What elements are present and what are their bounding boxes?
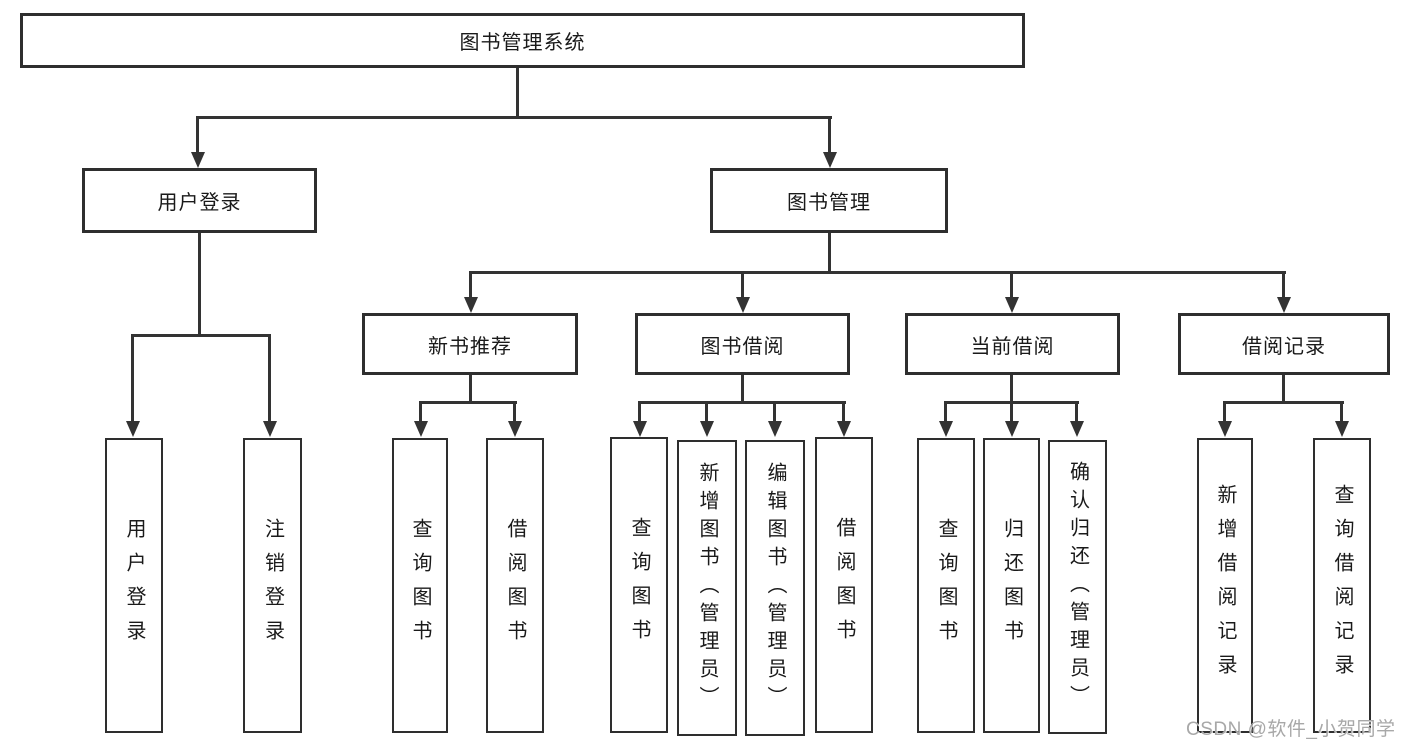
- connector-vline: [1010, 375, 1013, 403]
- node-book-management-system: 图书管理系统: [20, 13, 1025, 68]
- arrow-down-icon: [939, 421, 953, 437]
- node-label: 借阅记录: [1242, 335, 1326, 358]
- connector-vline: [828, 116, 831, 152]
- connector-vline: [268, 334, 271, 421]
- node-borrow-records: 借阅记录: [1178, 313, 1390, 375]
- leaf-label: 用户登录: [123, 517, 145, 654]
- arrow-down-icon: [1277, 297, 1291, 313]
- node-book-borrow: 图书借阅: [635, 313, 850, 375]
- leaf-user-login: 用户登录: [105, 438, 163, 733]
- connector-vline: [419, 401, 422, 421]
- connector-vline: [944, 401, 947, 421]
- leaf-nbr-borrow-books: 借阅图书: [486, 438, 544, 733]
- connector-vline: [1282, 271, 1285, 297]
- connector-hline: [469, 271, 1286, 274]
- connector-vline: [513, 401, 516, 421]
- connector-vline: [198, 233, 201, 336]
- arrow-down-icon: [1005, 421, 1019, 437]
- node-new-book-recommend: 新书推荐: [362, 313, 578, 375]
- connector-vline: [1010, 271, 1013, 297]
- connector-vline: [741, 375, 744, 403]
- leaf-bb-borrow-books: 借阅图书: [815, 437, 873, 733]
- node-book-management: 图书管理: [710, 168, 948, 233]
- node-label: 新书推荐: [428, 335, 512, 358]
- connector-vline: [131, 334, 134, 421]
- arrow-down-icon: [736, 297, 750, 313]
- leaf-label: 查询图书: [628, 517, 650, 653]
- connector-vline: [1010, 401, 1013, 421]
- connector-vline: [741, 271, 744, 297]
- arrow-down-icon: [1218, 421, 1232, 437]
- connector-hline: [419, 401, 517, 404]
- connector-hline: [638, 401, 846, 404]
- leaf-label: 编辑图书（管理员）: [764, 462, 786, 714]
- connector-vline: [1075, 401, 1078, 421]
- connector-vline: [516, 68, 519, 118]
- arrow-down-icon: [768, 421, 782, 437]
- arrow-down-icon: [464, 297, 478, 313]
- leaf-bb-add-books-admin: 新增图书（管理员）: [677, 440, 737, 736]
- arrow-down-icon: [263, 421, 277, 437]
- csdn-watermark: CSDN @软件_小贺同学: [1186, 719, 1396, 740]
- arrow-down-icon: [126, 421, 140, 437]
- connector-vline: [842, 401, 845, 421]
- arrow-down-icon: [1005, 297, 1019, 313]
- arrow-down-icon: [1335, 421, 1349, 437]
- node-label: 图书管理: [787, 192, 871, 214]
- arrow-down-icon: [837, 421, 851, 437]
- leaf-label: 确认归还（管理员）: [1066, 461, 1089, 713]
- arrow-down-icon: [823, 152, 837, 168]
- leaf-nbr-query-books: 查询图书: [392, 438, 448, 733]
- node-label: 用户登录: [157, 192, 242, 214]
- connector-vline: [638, 401, 641, 421]
- leaf-label: 查询图书: [409, 517, 431, 654]
- connector-vline: [469, 375, 472, 403]
- leaf-label: 注销登录: [261, 517, 284, 654]
- arrow-down-icon: [700, 421, 714, 437]
- connector-vline: [1340, 401, 1343, 421]
- node-label: 图书借阅: [700, 335, 785, 358]
- arrow-down-icon: [1070, 421, 1084, 437]
- leaf-cb-return-books: 归还图书: [983, 438, 1040, 733]
- connector-vline: [1223, 401, 1226, 421]
- leaf-bb-edit-books-admin: 编辑图书（管理员）: [745, 440, 805, 736]
- leaf-label: 归还图书: [1000, 517, 1023, 654]
- leaf-label: 查询图书: [935, 517, 957, 654]
- connector-vline: [773, 401, 776, 421]
- leaf-label: 查询借阅记录: [1331, 483, 1353, 688]
- connector-hline: [1223, 401, 1344, 404]
- connector-vline: [196, 116, 199, 152]
- leaf-cb-confirm-return-admin: 确认归还（管理员）: [1048, 440, 1107, 734]
- node-label: 当前借阅: [970, 335, 1055, 358]
- connector-vline: [828, 233, 831, 273]
- connector-vline: [705, 401, 708, 421]
- arrow-down-icon: [508, 421, 522, 437]
- leaf-br-query-record: 查询借阅记录: [1313, 438, 1371, 733]
- arrow-down-icon: [191, 152, 205, 168]
- node-user-login: 用户登录: [82, 168, 317, 233]
- leaf-label: 借阅图书: [833, 517, 855, 653]
- leaf-br-add-record: 新增借阅记录: [1197, 438, 1253, 733]
- node-current-borrow: 当前借阅: [905, 313, 1120, 375]
- leaf-label: 新增图书（管理员）: [696, 462, 718, 714]
- arrow-down-icon: [414, 421, 428, 437]
- leaf-label: 新增借阅记录: [1214, 483, 1236, 688]
- node-label: 图书管理系统: [459, 32, 586, 54]
- leaf-label: 借阅图书: [504, 517, 526, 654]
- arrow-down-icon: [633, 421, 647, 437]
- leaf-bb-query-books: 查询图书: [610, 437, 668, 733]
- leaf-cb-query-books: 查询图书: [917, 438, 975, 733]
- connector-hline: [196, 116, 832, 119]
- connector-vline: [1282, 375, 1285, 403]
- connector-hline: [131, 334, 271, 337]
- connector-vline: [469, 271, 472, 297]
- leaf-logout: 注销登录: [243, 438, 302, 733]
